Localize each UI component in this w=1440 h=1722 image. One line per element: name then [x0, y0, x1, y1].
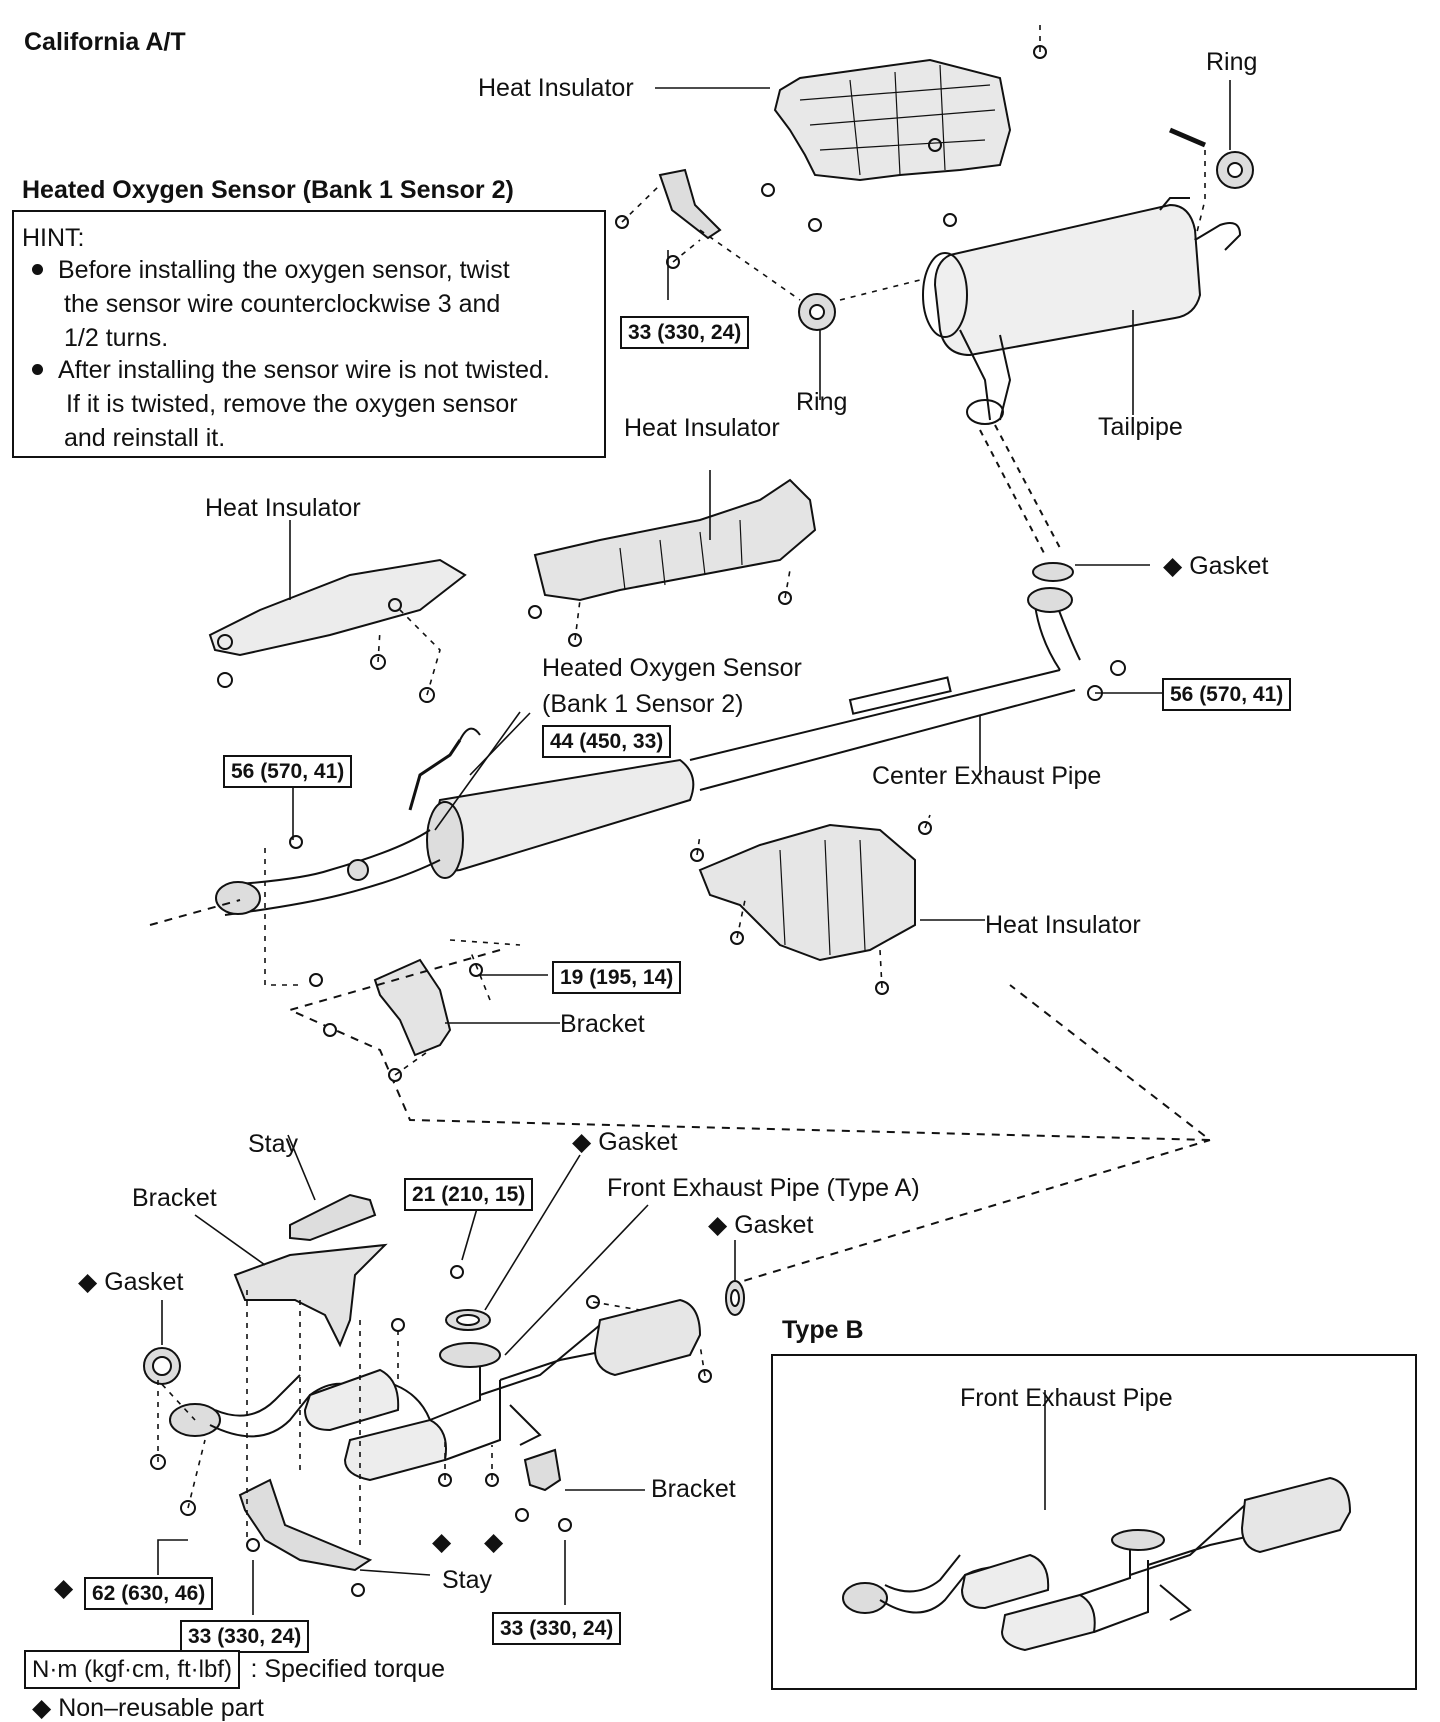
heat-insulator-left-part [208, 558, 467, 657]
label-o2-sensor-2: (Bank 1 Sensor 2) [542, 690, 744, 718]
center-exhaust-pipe-part [215, 669, 1076, 916]
label-ring-top: Ring [1206, 48, 1258, 76]
label-heat-insulator-mid: Heat Insulator [624, 414, 780, 442]
nonreusable-icon: ◆ [78, 1268, 98, 1296]
label-gasket-left: ◆ Gasket [78, 1270, 183, 1295]
hint-line-4: After installing the sensor wire is not … [58, 356, 550, 384]
label-gasket-front: ◆ Gasket [572, 1130, 677, 1155]
label-stay-top: Stay [248, 1130, 299, 1158]
label-heat-insulator-left: Heat Insulator [205, 494, 361, 522]
ring-part-mid [798, 293, 836, 331]
ring-part-top [1216, 151, 1254, 189]
label-center-exhaust-pipe: Center Exhaust Pipe [872, 762, 1102, 790]
legend-nonreusable: ◆ Non–reusable part [32, 1696, 264, 1721]
label-stay-bottom: Stay [442, 1566, 493, 1594]
front-exhaust-pipe-b-part [842, 1476, 1352, 1652]
front-exhaust-pipe-a-part [169, 1298, 702, 1482]
heat-insulator-top-part [773, 58, 1012, 182]
nonreusable-icon: ◆ [32, 1694, 52, 1722]
hanger-rod [1169, 127, 1206, 148]
torque-box: 56 (570, 41) [1162, 678, 1292, 711]
hint-line-5: If it is twisted, remove the oxygen sens… [66, 390, 518, 418]
gasket-left-part [143, 1347, 181, 1385]
stay-top-part [289, 1193, 377, 1242]
o2-sensor-part [408, 727, 481, 811]
hint-line-2: the sensor wire counterclockwise 3 and [64, 290, 501, 318]
label-ring-mid: Ring [796, 388, 848, 416]
label-bracket-center: Bracket [560, 1010, 645, 1038]
gasket-right-part [725, 1280, 745, 1316]
label-gasket-right-text: Gasket [734, 1211, 814, 1239]
label-front-exhaust-pipe-b: Front Exhaust Pipe [960, 1384, 1173, 1412]
legend-torque: N·m (kgf·cm, ft·lbf) : Specified torque [24, 1650, 445, 1689]
type-b-title: Type B [782, 1316, 864, 1344]
bolt-icons [150, 45, 1126, 1597]
label-bracket-left: Bracket [132, 1184, 217, 1212]
torque-box: 62 (630, 46) [84, 1577, 214, 1610]
bracket-left-part [233, 1243, 388, 1348]
label-gasket-tail-text: Gasket [1189, 552, 1269, 580]
torque-box: 33 (330, 24) [492, 1612, 622, 1645]
torque-box: 33 (330, 24) [620, 316, 750, 349]
type-b-box [771, 1354, 1417, 1690]
label-gasket-tail: ◆ Gasket [1163, 554, 1268, 579]
label-heat-insulator-top: Heat Insulator [478, 74, 634, 102]
nonreusable-icon: ◆ [572, 1128, 592, 1156]
label-gasket-front-text: Gasket [598, 1128, 678, 1156]
page-title: California A/T [24, 28, 186, 56]
label-tailpipe: Tailpipe [1098, 413, 1183, 441]
label-o2-sensor-1: Heated Oxygen Sensor [542, 654, 802, 682]
heat-insulator-mid-part [533, 478, 817, 602]
tailpipe-part [922, 197, 1242, 425]
nonreusable-icon-2: ◆ [484, 1528, 504, 1556]
bracket-bottom-part [523, 1448, 562, 1492]
bullet-icon [32, 364, 43, 375]
label-front-exhaust-pipe-a: Front Exhaust Pipe (Type A) [607, 1174, 920, 1202]
label-heat-insulator-right: Heat Insulator [985, 911, 1141, 939]
gasket-front-part [445, 1309, 491, 1331]
legend-torque-desc: : Specified torque [250, 1655, 446, 1683]
nonreusable-icon-1: ◆ [432, 1528, 452, 1556]
gasket-tail-part [1032, 562, 1074, 582]
bullet-icon [32, 264, 43, 275]
nonreusable-icon-3: ◆ [54, 1574, 74, 1602]
hint-label: HINT: [22, 224, 85, 252]
torque-box: 19 (195, 14) [552, 961, 682, 994]
nonreusable-icon: ◆ [1163, 552, 1183, 580]
hint-box: HINT: Before installing the oxygen senso… [12, 210, 606, 458]
hint-line-6: and reinstall it. [64, 424, 226, 452]
torque-box: 44 (450, 33) [542, 725, 672, 758]
legend-torque-unit: N·m (kgf·cm, ft·lbf) [24, 1650, 240, 1689]
label-bracket-bottom: Bracket [651, 1475, 736, 1503]
heat-insulator-right-part [698, 823, 916, 962]
torque-box: 33 (330, 24) [180, 1620, 310, 1653]
stay-bottom-part [238, 1478, 373, 1572]
torque-box: 56 (570, 41) [223, 755, 353, 788]
hint-heading: Heated Oxygen Sensor (Bank 1 Sensor 2) [22, 176, 514, 204]
label-gasket-left-text: Gasket [104, 1268, 184, 1296]
torque-box: 21 (210, 15) [404, 1178, 534, 1211]
nonreusable-icon: ◆ [708, 1211, 728, 1239]
hint-line-1: Before installing the oxygen sensor, twi… [58, 256, 510, 284]
legend-nonreusable-text: Non–reusable part [58, 1694, 264, 1722]
hint-line-3: 1/2 turns. [64, 324, 169, 352]
label-gasket-right: ◆ Gasket [708, 1213, 813, 1238]
